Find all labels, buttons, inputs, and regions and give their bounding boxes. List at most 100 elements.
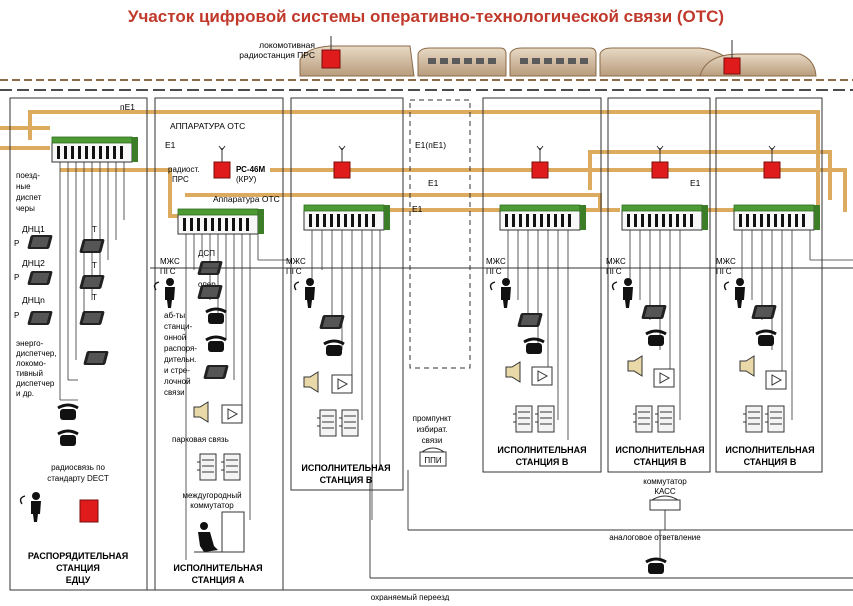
station-b2-cabinet-icon-2 — [534, 405, 555, 433]
station-b2-name-2: СТАНЦИЯ В — [516, 457, 569, 467]
station-b3 — [611, 145, 709, 433]
station-b3-pgs-person-icon — [611, 277, 634, 309]
dnc2-label: ДНЦ2 — [22, 258, 45, 268]
station-b4-cabinet-icon — [742, 405, 763, 433]
station-a-name-2: СТАНЦИЯ А — [192, 575, 245, 585]
station-a-sub-5: дительн. — [164, 355, 196, 364]
station-a-rs46m-2: (КРУ) — [236, 175, 257, 184]
station-a-pgs-person-icon — [153, 277, 176, 309]
station-b3-mzhs: МЖС — [606, 257, 626, 266]
station-a-phone-icon-2 — [204, 335, 228, 354]
station-b4-name-2: СТАНЦИЯ В — [744, 457, 797, 467]
station-a-wires — [185, 234, 290, 560]
station-a-phone-icon — [204, 307, 228, 326]
station-a-sub-4: распоря- — [164, 344, 197, 353]
dncn-t: Т — [92, 293, 97, 302]
bottom-lines — [120, 267, 853, 591]
station-a-intercity-2: коммутатор — [190, 501, 234, 510]
station-b3-cabinet-icon — [632, 405, 653, 433]
e1-links — [0, 110, 847, 218]
edcu-dispatchers-label-1: поезд- — [16, 171, 40, 180]
edcu-dispatchers-label-2: ные — [16, 182, 31, 191]
promp-label-2: избират. — [417, 425, 448, 434]
station-b3-cabinet-icon-2 — [654, 405, 675, 433]
station-b3-speaker-icon — [627, 355, 643, 377]
oper-console-icon — [197, 285, 223, 299]
dnc1-console-icon — [27, 235, 53, 249]
station-b4-name-1: ИСПОЛНИТЕЛЬНАЯ — [725, 445, 814, 455]
promp-label-3: связи — [422, 436, 443, 445]
e1-label-a: Е1 — [428, 178, 439, 188]
e1-label-c: Е1 — [690, 178, 701, 188]
station-a-sub-8: связи — [164, 388, 185, 397]
station-a-mzhs: МЖС — [160, 257, 180, 266]
station-b1-speaker-icon — [303, 371, 319, 393]
station-b3-ots-rack — [621, 204, 709, 231]
dnc1-label: ДНЦ1 — [22, 224, 45, 234]
energy-label-5: диспетчер — [16, 379, 55, 388]
dncn-p: Р — [14, 311, 19, 320]
station-b1-pgs: ПГС — [286, 267, 302, 276]
dnc2-console-icon — [27, 271, 53, 285]
station-b4 — [723, 145, 853, 433]
station-b3-amplifier-icon — [653, 368, 675, 388]
station-a-amplifier-icon — [221, 404, 243, 424]
station-b4-keypad-icon — [751, 305, 777, 319]
ppi-box — [419, 447, 447, 467]
edcu-phone-icon — [56, 403, 80, 422]
station-b1-name-2: СТАНЦИЯ В — [320, 475, 373, 485]
station-a-rs46m-1: РС-46М — [236, 165, 265, 174]
energy-label-6: и др. — [16, 389, 34, 398]
edcu-name-1: РАСПОРЯДИТЕЛЬНАЯ — [28, 551, 128, 561]
station-a-dsp: ДСП — [198, 249, 215, 258]
dncn-label: ДНЦn — [22, 295, 45, 305]
energy-label-4: тивный — [16, 369, 43, 378]
edcu-name-3: ЕДЦУ — [66, 575, 91, 585]
station-b2-phone-icon — [522, 337, 546, 356]
station-a-ots-top: АППАРАТУРА ОТС — [170, 121, 245, 131]
station-a-pgs: ПГС — [160, 267, 176, 276]
kass-switch-icon — [649, 495, 681, 511]
dncn-keypad-icon — [79, 311, 105, 325]
station-b4-pgs: ПГС — [716, 267, 732, 276]
station-a-oper: опер. — [198, 280, 218, 289]
energy-label-1: энерго- — [16, 339, 44, 348]
station-a-sub-3: онной — [164, 333, 186, 342]
station-a-radio-antenna-icon — [213, 145, 231, 179]
station-b4-cabinet-icon-2 — [764, 405, 785, 433]
station-b3-pgs: ПГС — [606, 267, 622, 276]
kass-label-2: КАСС — [654, 487, 676, 496]
station-b2-speaker-icon — [505, 361, 521, 383]
dect-base-icon — [79, 499, 99, 523]
edcu-ots-rack — [51, 136, 139, 163]
station-b3-name-2: СТАНЦИЯ В — [634, 457, 687, 467]
station-b2-pgs-person-icon — [489, 277, 512, 309]
station-a-park: парковая связь — [172, 435, 229, 444]
station-b2-name-1: ИСПОЛНИТЕЛЬНАЯ — [497, 445, 586, 455]
edcu-dispatchers-label-4: черы — [16, 204, 35, 213]
diagram-title: Участок цифровой системы оперативно-техн… — [128, 7, 724, 26]
station-b3-name-1: ИСПОЛНИТЕЛЬНАЯ — [615, 445, 704, 455]
crossing-phone-icon — [644, 557, 668, 576]
dect-label-2: стандарту DECT — [47, 474, 109, 483]
station-b2-pgs: ПГС — [486, 267, 502, 276]
station-a-name-1: ИСПОЛНИТЕЛЬНАЯ — [173, 563, 262, 573]
station-b1-radio-antenna-icon — [333, 145, 351, 179]
station-b2-mzhs: МЖС — [486, 257, 506, 266]
station-frames — [9, 97, 823, 591]
edcu-rack-wires — [59, 162, 125, 401]
station-b1-keypad-icon — [319, 315, 345, 329]
station-b4-mzhs: МЖС — [716, 257, 736, 266]
dect-label-1: радиосвязь по — [51, 463, 105, 472]
e1-ne1-label: Е1(пЕ1) — [415, 140, 446, 150]
station-a-cabinet-icon — [196, 453, 217, 481]
train-radio-label-2: радиостанция ПРС — [239, 50, 315, 60]
station-b1-amplifier-icon — [331, 374, 353, 394]
station-a-sub-6: и стре- — [164, 366, 190, 375]
station-b4-ots-rack — [733, 204, 821, 231]
station-b2-ots-rack — [499, 204, 587, 231]
station-b4-amplifier-icon — [765, 370, 787, 390]
dnc1-t: Т — [92, 225, 97, 234]
